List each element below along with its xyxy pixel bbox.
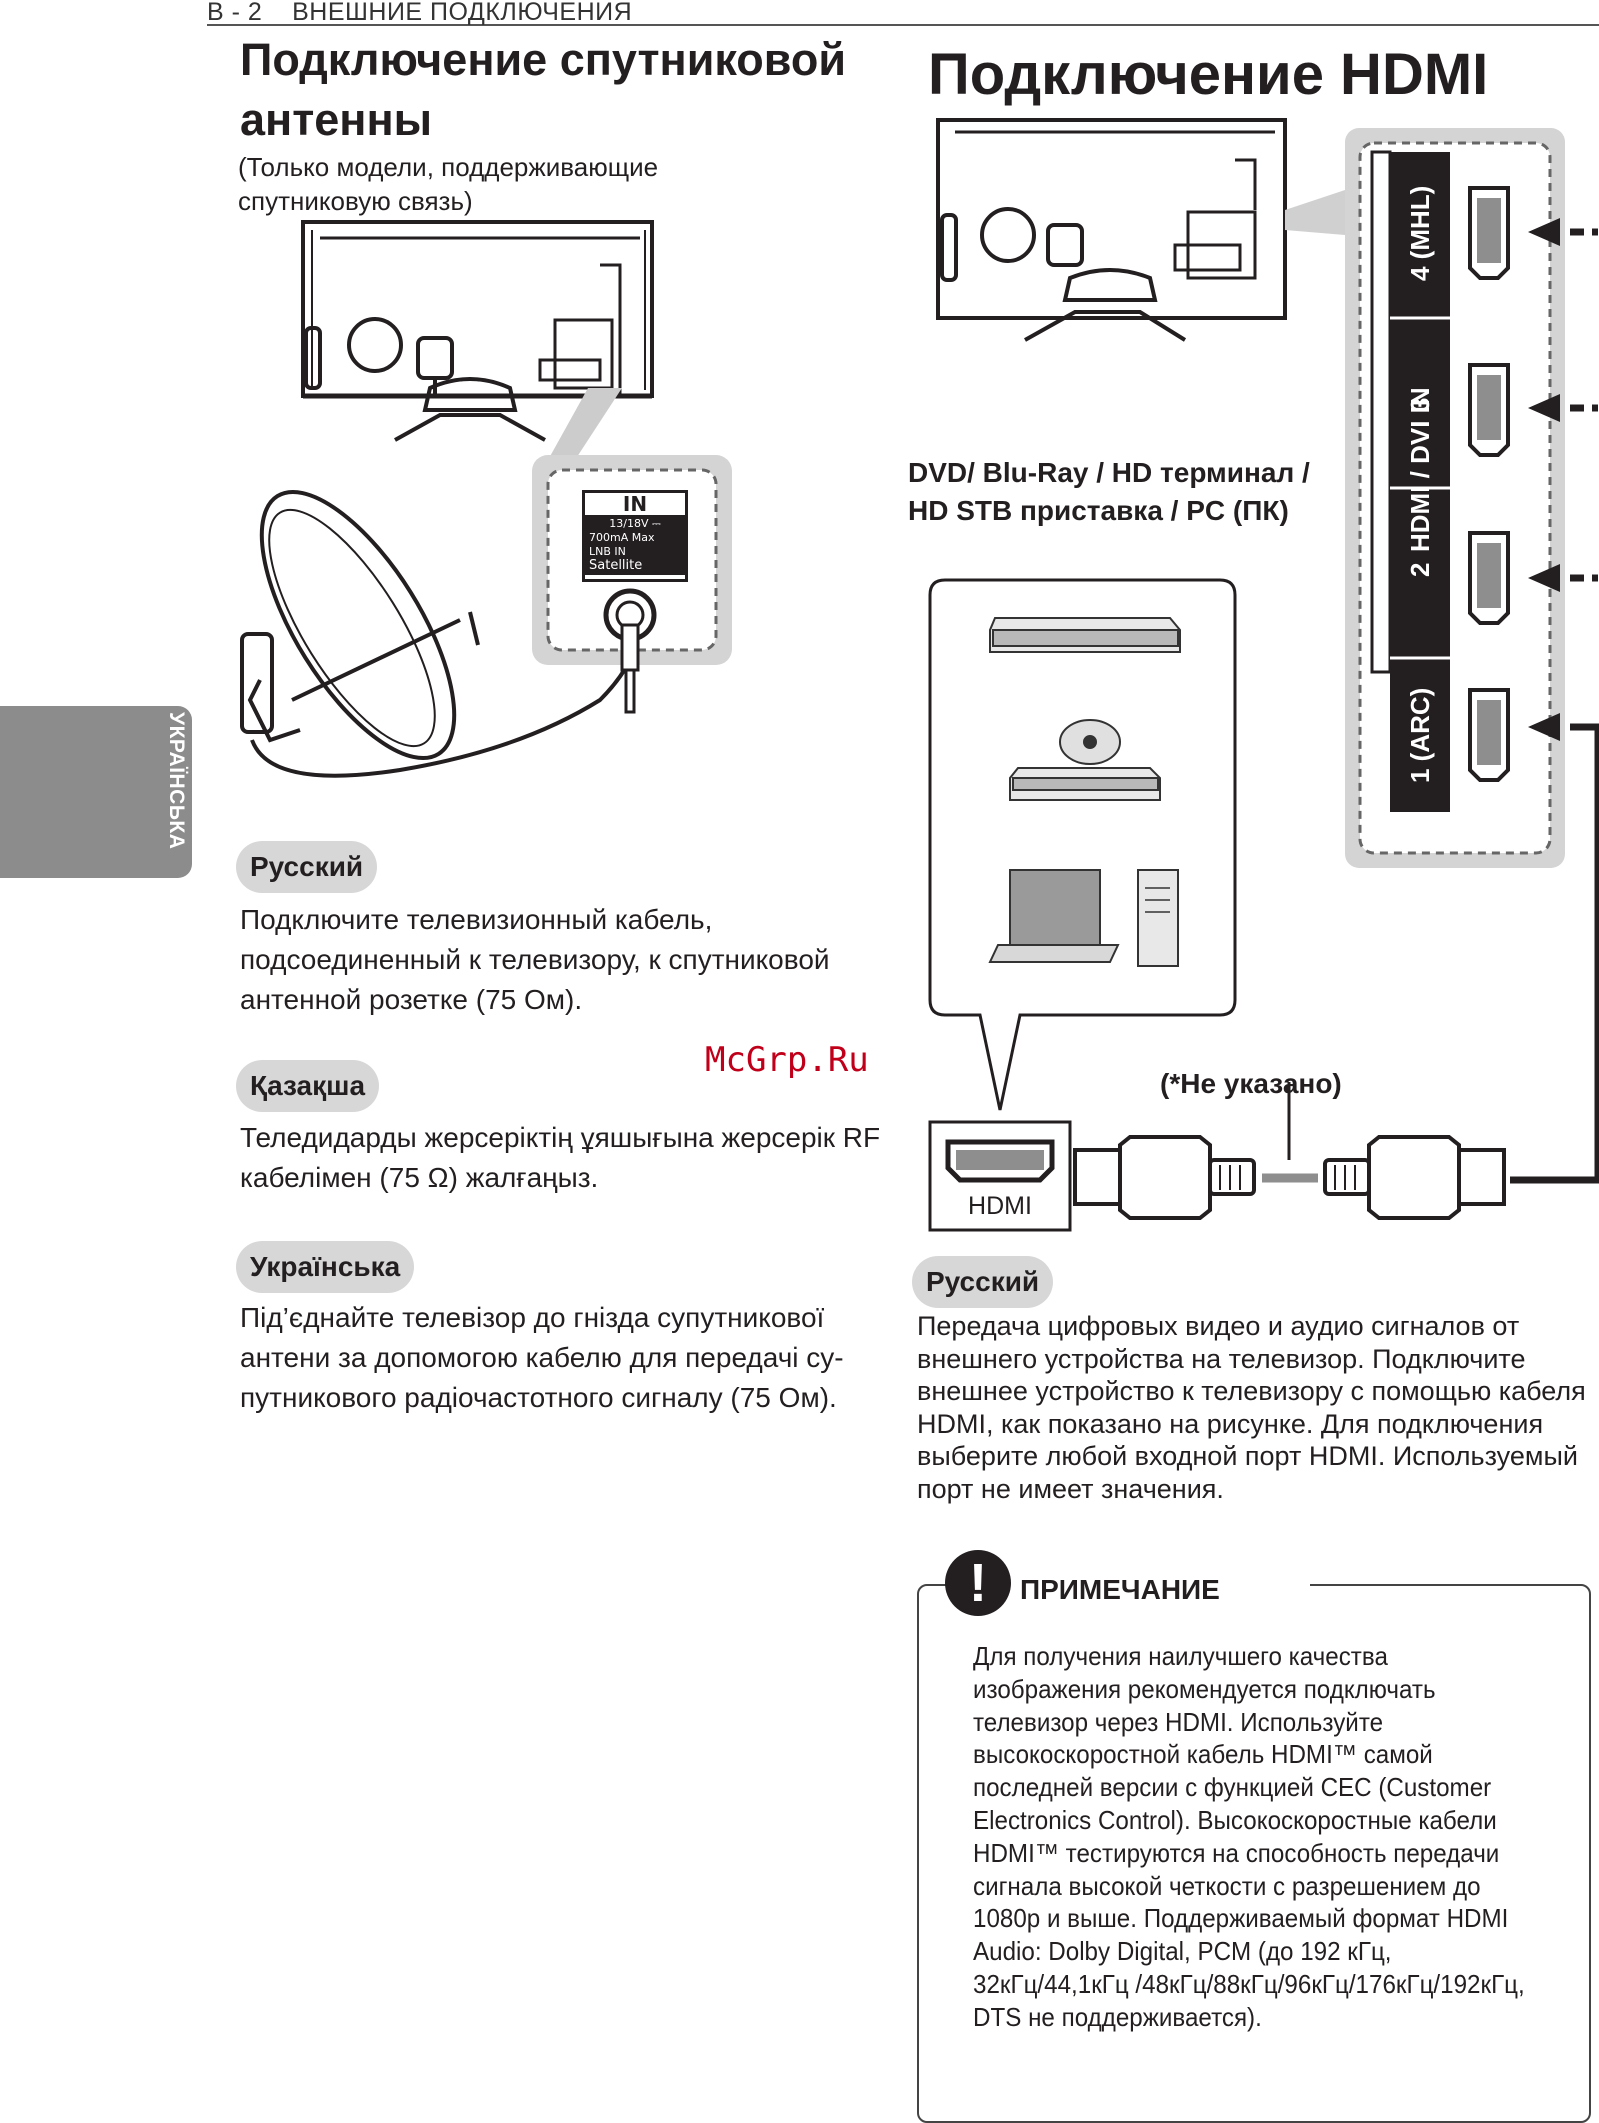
dish-illustration <box>240 489 642 778</box>
device-types-label: DVD/ Blu-Ray / HD терминал / HD STB прис… <box>908 457 1310 526</box>
warning-icon: ! <box>945 1550 1011 1616</box>
satellite-connector <box>603 588 657 714</box>
hdmi-cable <box>1073 1082 1506 1220</box>
satellite-text-kazakh: Теледидарды жерсеріктің ұяшығына жерсері… <box>240 1122 881 1193</box>
satellite-title: Подключение спутниковой антенны <box>240 34 847 145</box>
dvd-player-icon <box>989 617 1181 653</box>
port-lnb: LNB IN <box>589 545 626 558</box>
pc-icon <box>988 869 1179 967</box>
satellite-text-russian: Подключите телевизионный кабель, подсоед… <box>240 904 830 1015</box>
port-satellite: Satellite <box>589 558 643 573</box>
hdmi-port-label-2: 2 <box>1405 562 1435 578</box>
satellite-subtitle: (Только модели, поддерживающие спутников… <box>238 152 659 216</box>
satellite-text-ukrainian: Під’єднайте телевізор до гнізда супутник… <box>240 1302 844 1413</box>
hdmi-diagram <box>928 118 1599 1232</box>
hdmi-port-label-1: 1 (ARC) <box>1405 687 1435 783</box>
device-hdmi-label: HDMI <box>968 1192 1032 1220</box>
note-title: ПРИМЕЧАНИЕ <box>1020 1574 1220 1605</box>
language-tab[interactable] <box>0 706 192 878</box>
hdmi-arrows <box>1510 218 1599 1184</box>
satellite-port-label: IN 13/18V ⎓ 700mA Max LNB IN Satellite <box>582 490 688 582</box>
section-name: ВНЕШНИЕ ПОДКЛЮЧЕНИЯ <box>292 0 633 26</box>
page-header: B - 2 ВНЕШНИЕ ПОДКЛЮЧЕНИЯ <box>207 0 632 27</box>
hdmi-title: Подключение HDMI <box>928 42 1489 107</box>
watermark: McGrp.Ru <box>705 1040 869 1080</box>
blu-ray-player-icon <box>1009 719 1161 801</box>
port-current: 700mA Max <box>589 531 655 544</box>
header-rule <box>207 0 1599 26</box>
hdmi-text-russian: Передача цифровых видео и аудио сигналов… <box>917 1311 1586 1504</box>
lang-pill-russian-hdmi: Русский <box>912 1256 1054 1308</box>
lang-pill-ukrainian: Українська <box>236 1241 415 1293</box>
not-included-label: (*Не указано) <box>1160 1068 1342 1099</box>
port-voltage: 13/18V ⎓ <box>609 517 661 530</box>
hdmi-port-label-4: 4 (MHL) <box>1405 185 1435 281</box>
note-text: Для получения наилучшего качества изобра… <box>973 1641 1525 2032</box>
hdmi-port-label-3: 3 <box>1405 397 1435 413</box>
port-in-label: IN <box>622 492 648 516</box>
page-number: B - 2 <box>207 0 263 26</box>
tv-back-illustration-hdmi <box>936 118 1287 342</box>
lang-pill-kazakh: Қазақша <box>236 1060 380 1112</box>
language-tab-label: УКРАЇНСЬКА <box>165 712 188 850</box>
lang-pill-russian: Русский <box>236 841 378 893</box>
